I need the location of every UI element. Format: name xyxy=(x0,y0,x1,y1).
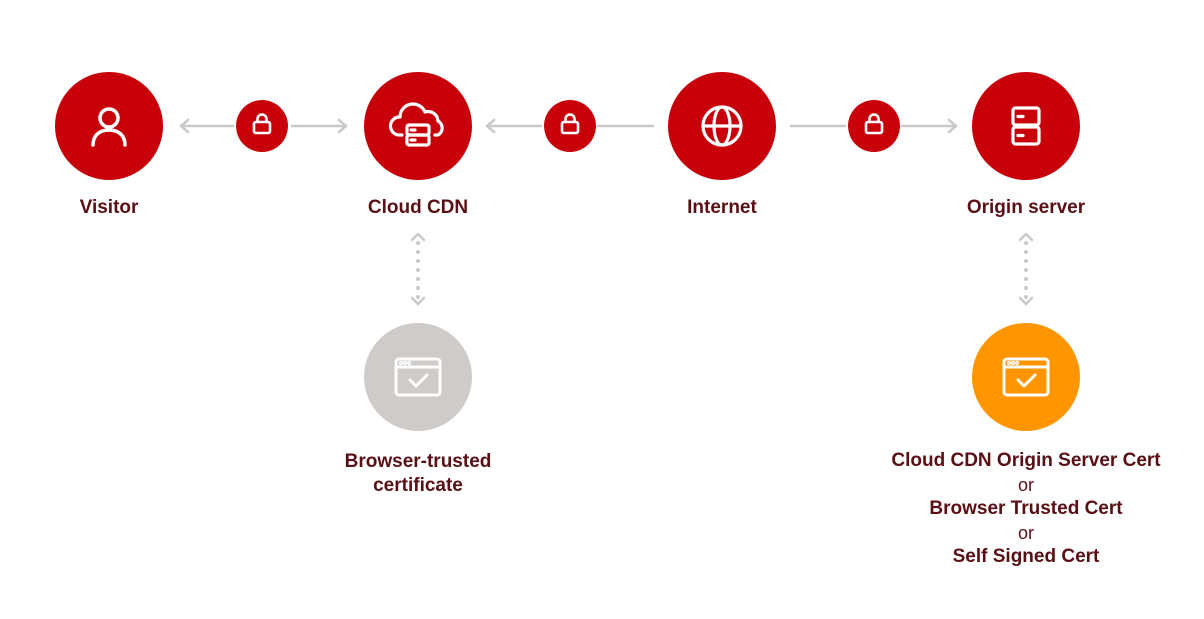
visitor-label: Visitor xyxy=(79,197,139,218)
lock-icon xyxy=(249,111,275,142)
origin-server-node xyxy=(972,72,1080,180)
cdn-certificate-node xyxy=(364,323,472,431)
visitor-node xyxy=(55,72,163,180)
arrowhead-visitor xyxy=(179,118,190,134)
arrowhead-cdn-cert-down xyxy=(410,296,426,306)
lock-badge-2 xyxy=(544,100,596,152)
cloud-server-icon xyxy=(388,101,448,151)
internet-node xyxy=(668,72,776,180)
origin-certificate-label: Cloud CDN Origin Server Cert or Browser … xyxy=(891,449,1160,569)
cloud-cdn-label: Cloud CDN xyxy=(367,197,469,218)
server-icon xyxy=(1001,101,1051,151)
certificate-check-icon xyxy=(998,353,1054,401)
origin-cert-option-3: Self Signed Cert xyxy=(952,546,1100,567)
origin-cert-or-2: or xyxy=(1017,523,1034,543)
lock-icon xyxy=(861,111,887,142)
globe-icon xyxy=(697,101,747,151)
origin-cert-option-2: Browser Trusted Cert xyxy=(929,498,1123,519)
origin-cert-or-1: or xyxy=(1017,475,1034,495)
origin-server-label: Origin server xyxy=(966,197,1086,218)
cdn-certificate-label: Browser-trusted certificate xyxy=(345,450,492,498)
user-icon xyxy=(84,101,134,151)
lock-icon xyxy=(557,111,583,142)
arrowhead-cdn-cert-up xyxy=(410,232,426,242)
cdn-cert-line2: certificate xyxy=(373,475,463,496)
cloud-cdn-node xyxy=(364,72,472,180)
origin-cert-option-1: Cloud CDN Origin Server Cert xyxy=(891,450,1161,471)
arrowhead-cdn-left xyxy=(485,118,496,134)
internet-label: Internet xyxy=(687,197,757,218)
arrowhead-cdn-right xyxy=(337,118,348,134)
arrowhead-origin-cert-down xyxy=(1018,296,1034,306)
lock-badge-3 xyxy=(848,100,900,152)
origin-certificate-node xyxy=(972,323,1080,431)
arrowhead-origin xyxy=(947,118,958,134)
arrowhead-origin-cert-up xyxy=(1018,232,1034,242)
cdn-cert-line1: Browser-trusted xyxy=(344,451,492,472)
lock-badge-1 xyxy=(236,100,288,152)
certificate-check-icon xyxy=(390,353,446,401)
